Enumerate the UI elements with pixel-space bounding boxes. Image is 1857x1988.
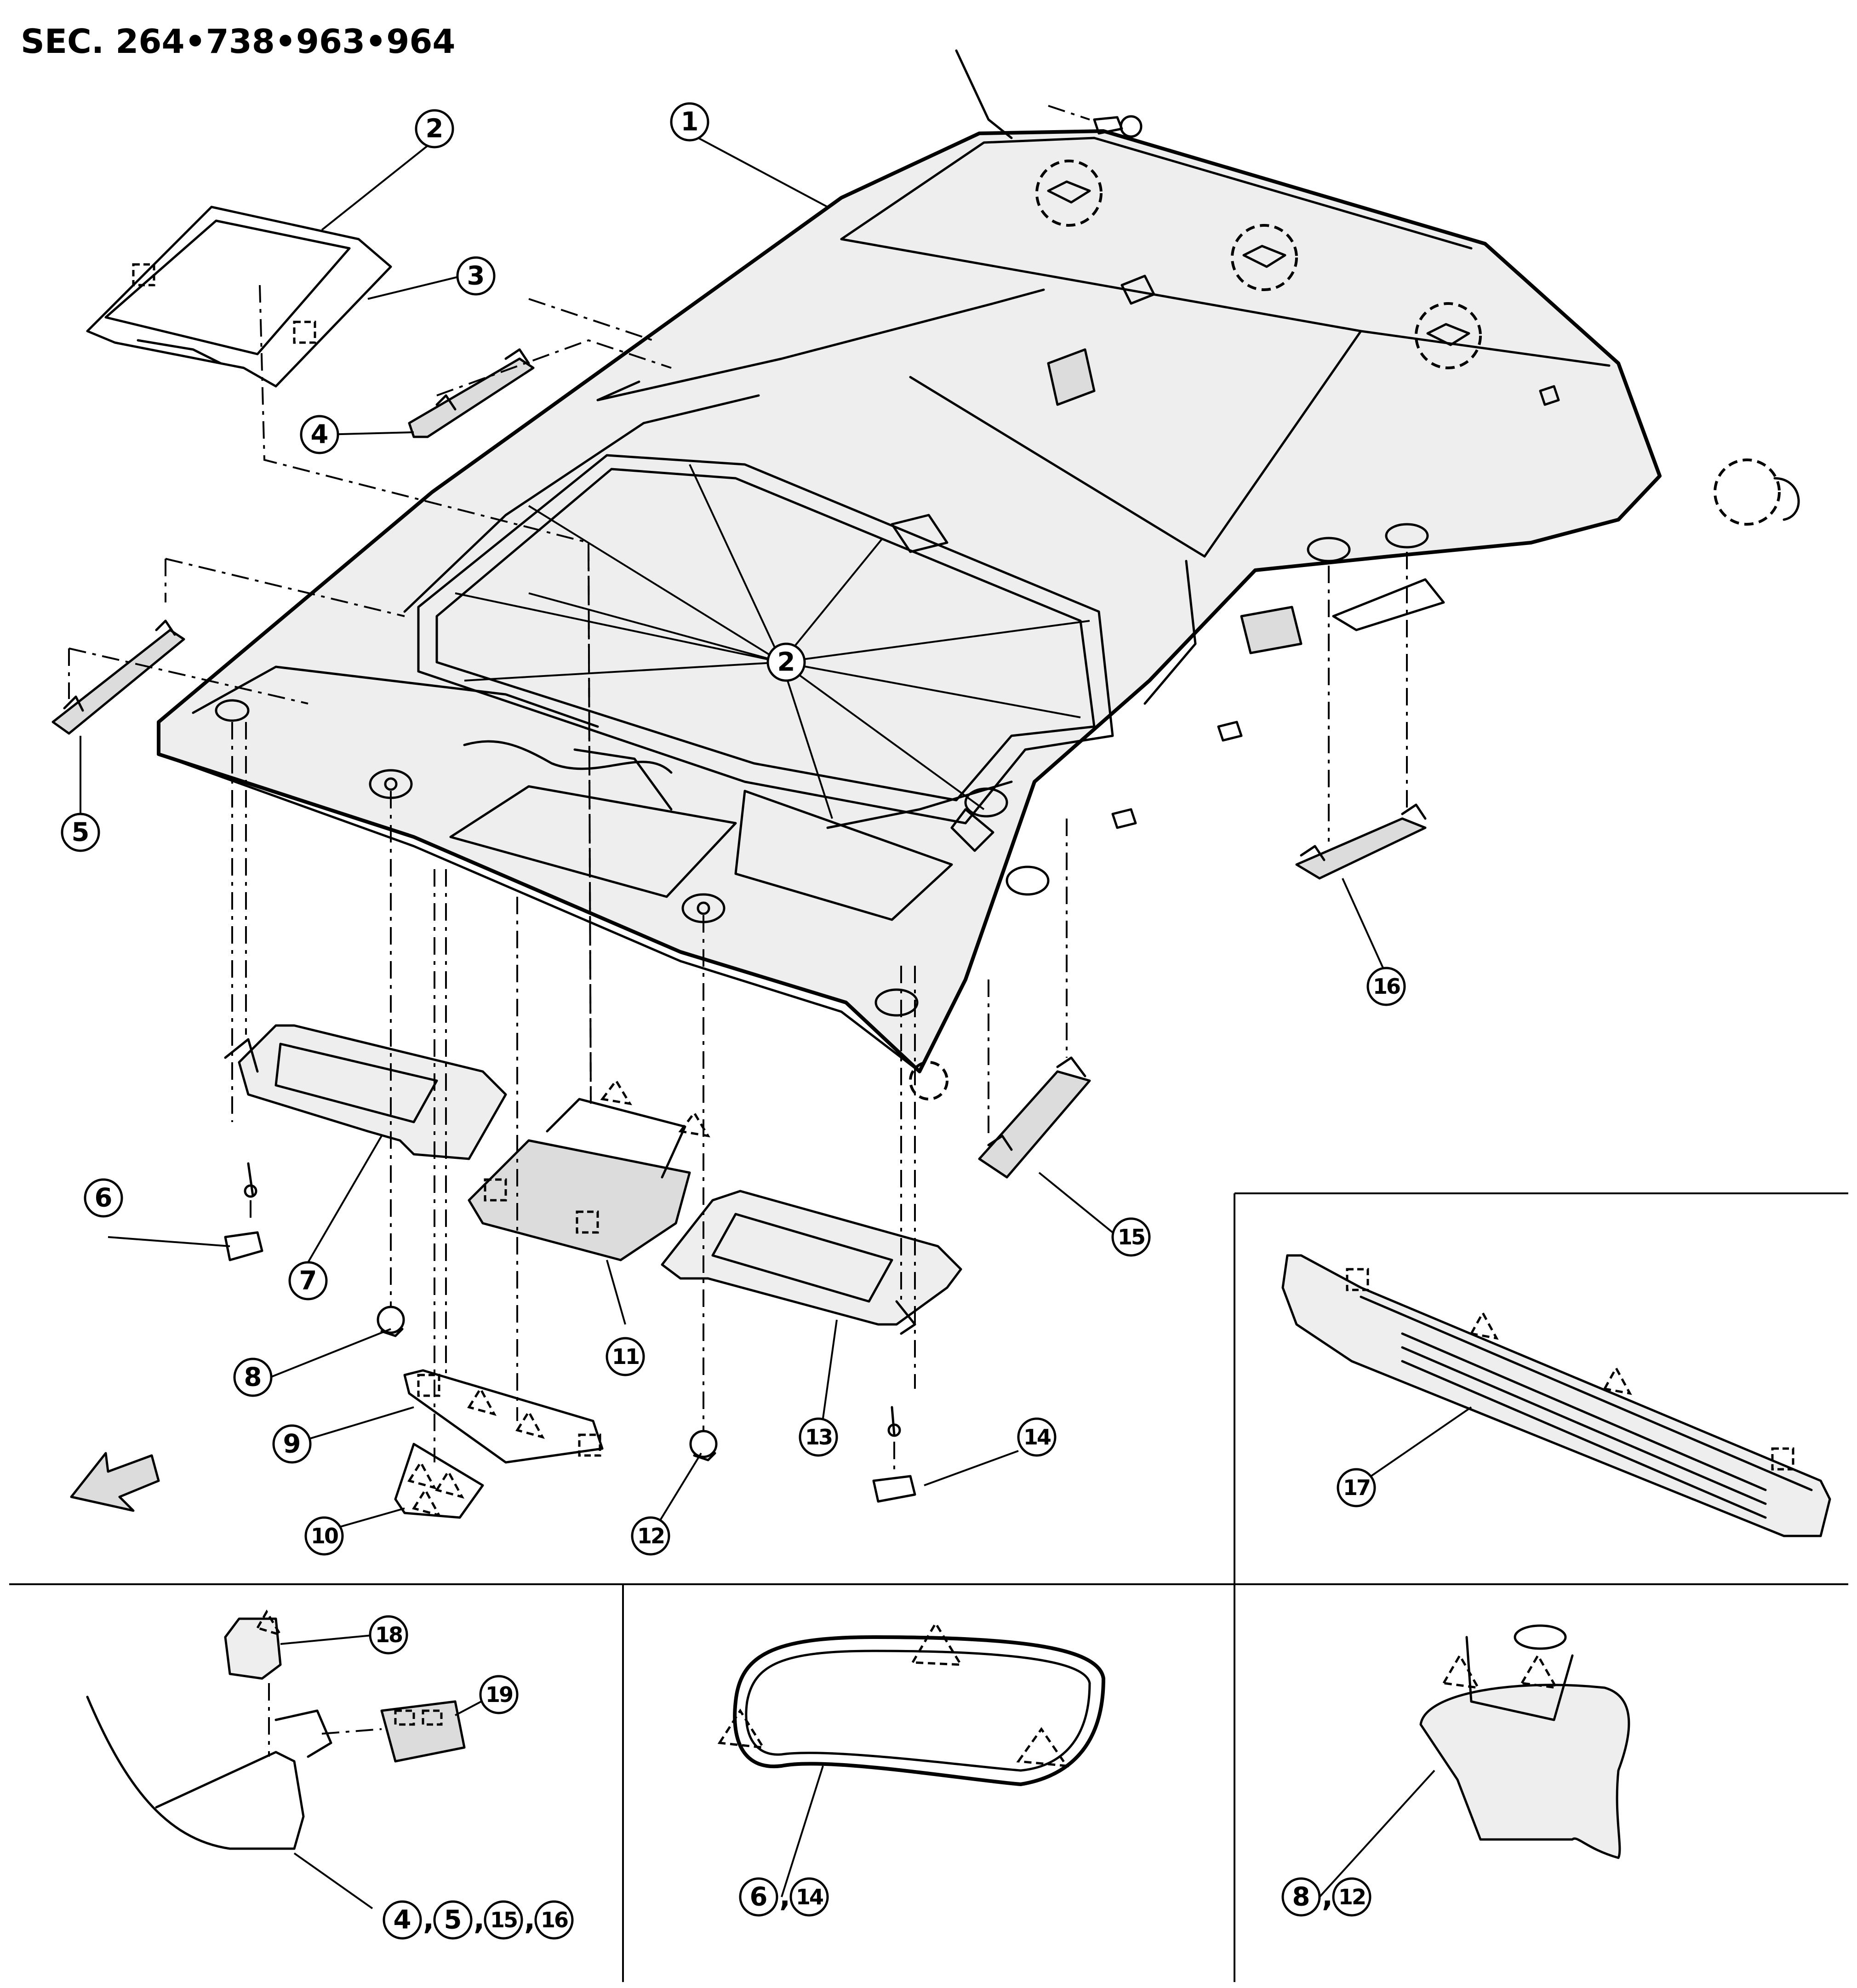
callout-7: 7 [288,1261,328,1301]
svg-text:7: 7 [299,1266,317,1296]
svg-text:12: 12 [637,1524,664,1548]
svg-text:,: , [779,1879,790,1914]
svg-text:16: 16 [541,1908,568,1932]
callout-9: 9 [272,1424,312,1464]
callout-4: 4 [300,415,339,454]
clip-12 [689,915,718,1461]
svg-text:8: 8 [1292,1882,1310,1912]
screw-icon [1048,105,1143,138]
svg-text:10: 10 [311,1524,338,1548]
svg-text:2: 2 [777,647,795,677]
callout-18: 18 [369,1615,408,1655]
svg-text:6: 6 [95,1183,113,1213]
svg-text:5: 5 [444,1905,462,1935]
svg-text:4: 4 [394,1905,411,1935]
svg-text:2: 2 [426,114,444,144]
svg-text:8: 8 [244,1363,262,1392]
svg-text:1: 1 [681,107,699,137]
callout-17: 17 [1337,1468,1376,1507]
detail-grip-clip [86,1610,466,1850]
callout-2-center: 2 [766,642,806,682]
section-title: SEC. 264•738•963•964 [21,22,456,61]
grip-detail-label: 4 , 5 , 15 , 16 [383,1900,574,1940]
svg-text:15: 15 [1118,1225,1144,1249]
svg-text:18: 18 [375,1622,402,1647]
callout-1: 1 [670,102,709,142]
front-direction-arrow-icon [70,1452,160,1512]
svg-text:,: , [1322,1879,1333,1914]
detail-visor-holder [717,1621,1105,1786]
svg-text:4: 4 [311,420,329,450]
sunvisor-holder-right [872,1475,916,1503]
sunroof-finisher-frame [86,206,592,1104]
map-lamp-assembly [468,551,710,1261]
callout-6: 6 [84,1178,123,1218]
assist-grip-rear-right [1295,552,1427,880]
svg-text:,: , [524,1902,535,1936]
svg-text:19: 19 [486,1682,513,1707]
callout-16: 16 [1366,967,1406,1006]
svg-text:15: 15 [490,1908,517,1932]
svg-text:5: 5 [72,818,90,848]
assist-grip-rear-left [408,298,672,438]
svg-text:14: 14 [1023,1425,1051,1449]
svg-text:11: 11 [612,1344,639,1369]
callout-5: 5 [61,813,100,852]
callout-12: 12 [631,1516,670,1556]
svg-text:12: 12 [1338,1885,1365,1909]
callout-3: 3 [456,256,496,296]
sunvisor-right [661,966,962,1472]
detail-clip [1419,1624,1630,1859]
map-lamp-finisher [403,869,604,1464]
svg-text:,: , [474,1902,485,1936]
svg-text:,: , [423,1902,434,1936]
svg-text:14: 14 [796,1885,823,1909]
map-lamp-lens [394,869,484,1519]
assist-grip-front-left [51,558,405,735]
headlining-roof-trim [157,49,1662,1073]
clip-detail-label: 8 , 12 [1281,1877,1371,1917]
svg-text:3: 3 [467,261,485,291]
svg-text:13: 13 [805,1425,832,1449]
clip-8 [377,791,405,1337]
sunvisor-left [224,722,507,1223]
detail-grip-cover [1281,1254,1831,1537]
callout-19: 19 [479,1675,519,1714]
callout-14: 14 [1017,1417,1057,1457]
svg-text:16: 16 [1373,974,1400,999]
callout-10: 10 [304,1516,344,1556]
assist-grip-front-right [978,819,1091,1179]
leader-lines [80,132,1472,1909]
holder-detail-label: 6 , 14 [739,1877,829,1917]
sunvisor-holder-left [224,1231,263,1261]
callout-13: 13 [799,1417,838,1457]
callout-15: 15 [1111,1217,1151,1257]
callout-2-top: 2 [415,109,454,149]
callout-11: 11 [606,1337,645,1376]
section-dividers [9,1192,1848,1982]
clip-location-markers [909,160,1800,1100]
svg-text:9: 9 [283,1429,301,1459]
svg-text:17: 17 [1343,1475,1370,1500]
callout-8: 8 [233,1358,273,1397]
svg-text:6: 6 [750,1882,768,1912]
